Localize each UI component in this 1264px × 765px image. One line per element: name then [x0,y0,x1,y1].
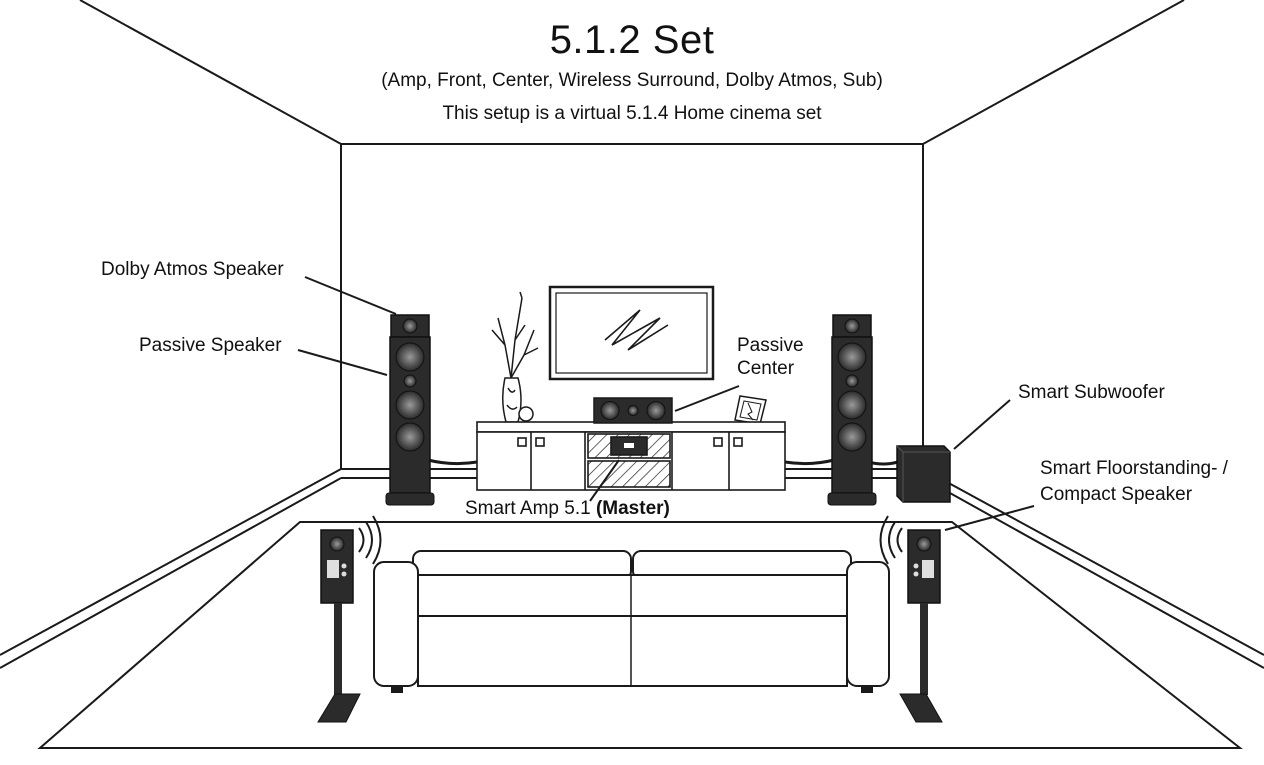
tv-console [476,421,786,491]
label-passive-center-2: Center [737,358,795,379]
vase-decoration [491,291,539,423]
label-smart-amp-role: (Master) [595,498,670,519]
label-smart-amp-name: Smart Amp 5.1 [465,498,591,519]
right-tower-speaker [827,314,877,506]
setup-note: This setup is a virtual 5.1.4 Home cinem… [442,103,822,124]
page-title: 5.1.2 Set [549,18,715,62]
label-smart-floorstanding-2: Compact Speaker [1040,484,1193,505]
left-surround-speaker [317,515,382,723]
label-dolby-atmos: Dolby Atmos Speaker [101,259,284,280]
subwoofer [896,445,951,503]
label-passive-center-1: Passive [737,335,804,356]
page-subtitle: (Amp, Front, Center, Wireless Surround, … [381,70,883,91]
picture-frame [734,395,767,425]
sofa [373,550,890,693]
tv [548,285,715,381]
label-smart-floorstanding-1: Smart Floorstanding- / [1040,458,1228,479]
leader-lines [297,276,1035,531]
center-speaker [593,397,673,424]
rug [37,521,1243,749]
right-surround-speaker [879,515,943,723]
label-passive-speaker: Passive Speaker [139,335,282,356]
label-smart-subwoofer: Smart Subwoofer [1018,382,1165,403]
label-smart-amp: Smart Amp 5.1 (Master) [465,497,670,520]
left-tower-speaker [385,314,435,506]
